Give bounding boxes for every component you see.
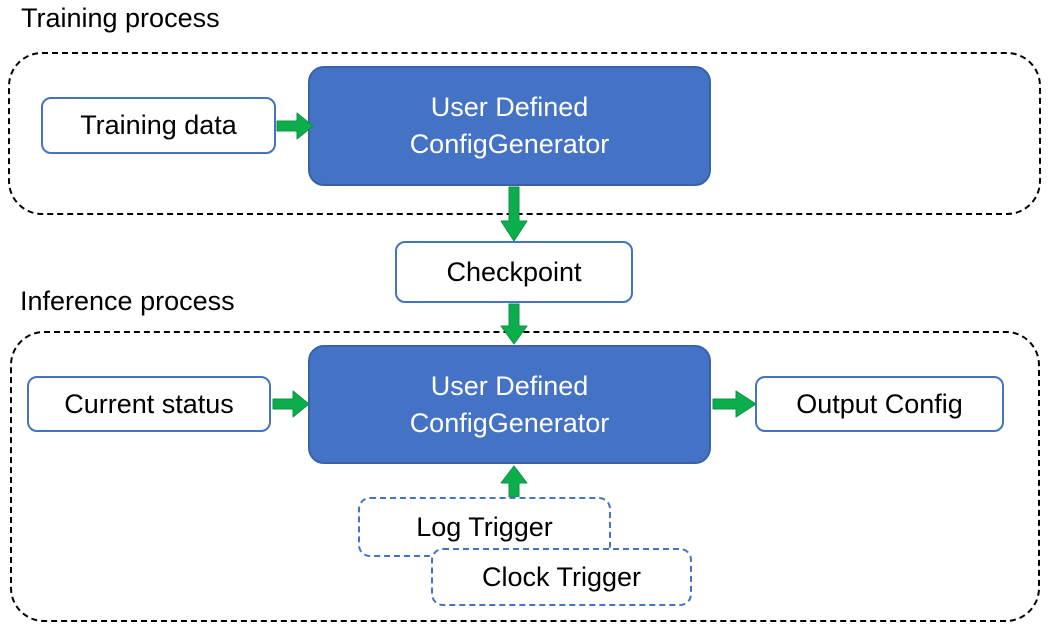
checkpoint-node: Checkpoint [395,241,633,303]
config-generator-inference-line2: ConfigGenerator [409,407,610,438]
training-process-label: Training process [21,3,220,33]
clock-trigger-node: Clock Trigger [431,548,692,606]
config-generator-training-node: User Defined ConfigGenerator [308,66,711,186]
config-generator-training-line1: User Defined [430,92,589,122]
config-generator-training-line2: ConfigGenerator [409,129,610,159]
training-data-node: Training data [41,97,276,154]
config-generator-inference-node: User Defined ConfigGenerator [308,345,711,464]
current-status-node: Current status [27,376,271,432]
inference-process-label: Inference process [20,286,235,316]
config-generator-inference-line1: User Defined [430,370,589,401]
log-trigger-node: Log Trigger [358,497,611,557]
output-config-node: Output Config [755,376,1004,432]
